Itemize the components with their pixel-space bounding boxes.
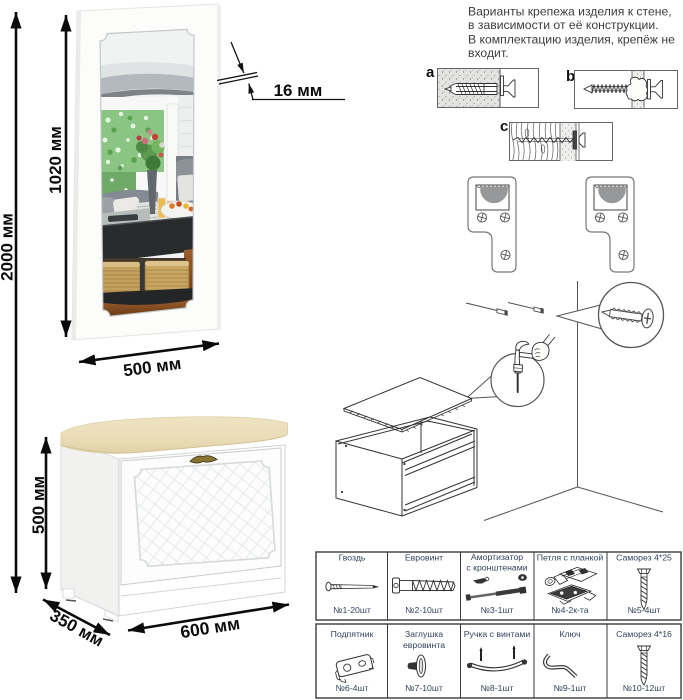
svg-text:Евровинт: Евровинт [405,553,443,563]
svg-text:1020 мм: 1020 мм [46,126,65,194]
svg-text:евровинта: евровинта [403,640,445,650]
svg-text:Гвоздь: Гвоздь [339,553,366,563]
svg-text:входит.: входит. [468,46,508,60]
svg-text:Заглушка: Заглушка [405,629,443,639]
svg-text:c: c [500,118,508,135]
svg-text:600 мм: 600 мм [179,613,241,642]
svg-text:№3-1шт: №3-1шт [481,605,514,615]
svg-text:в зависимости от её конструкци: в зависимости от её конструкции. [468,18,659,32]
svg-text:Варианты крепежа изделия к сте: Варианты крепежа изделия к стене, [468,5,672,19]
svg-text:16 мм: 16 мм [274,81,323,100]
svg-text:№6-4шт: №6-4шт [336,683,369,693]
svg-text:Саморез 4*25: Саморез 4*25 [616,553,672,563]
svg-text:№2-10шт: №2-10шт [405,605,443,615]
svg-text:с кронштенами: с кронштенами [466,563,527,573]
svg-text:350 мм: 350 мм [47,606,107,651]
svg-text:500 мм: 500 мм [122,354,182,381]
svg-text:Ключ: Ключ [560,629,581,639]
svg-text:№4-2к-та: №4-2к-та [551,605,588,615]
svg-text:2000 мм: 2000 мм [0,213,17,281]
svg-text:В комплектацию изделия, крепёж: В комплектацию изделия, крепёж не [468,33,675,47]
svg-text:Петля с планкой: Петля с планкой [537,553,604,563]
svg-text:b: b [566,68,575,85]
svg-text:№10-12шт: №10-12шт [623,683,666,693]
svg-text:500 мм: 500 мм [29,476,48,534]
svg-text:Амортизатор: Амортизатор [471,552,523,562]
svg-text:Ручка с винтами: Ручка с винтами [464,629,531,639]
svg-text:№9-1шт: №9-1шт [554,683,587,693]
svg-text:Саморез 4*16: Саморез 4*16 [616,629,672,639]
svg-text:№7-10шт: №7-10шт [405,683,443,693]
svg-text:№8-1шт: №8-1шт [481,683,514,693]
svg-text:a: a [426,64,435,81]
svg-text:№1-20шт: №1-20шт [333,605,371,615]
svg-text:Подпятник: Подпятник [331,629,374,639]
